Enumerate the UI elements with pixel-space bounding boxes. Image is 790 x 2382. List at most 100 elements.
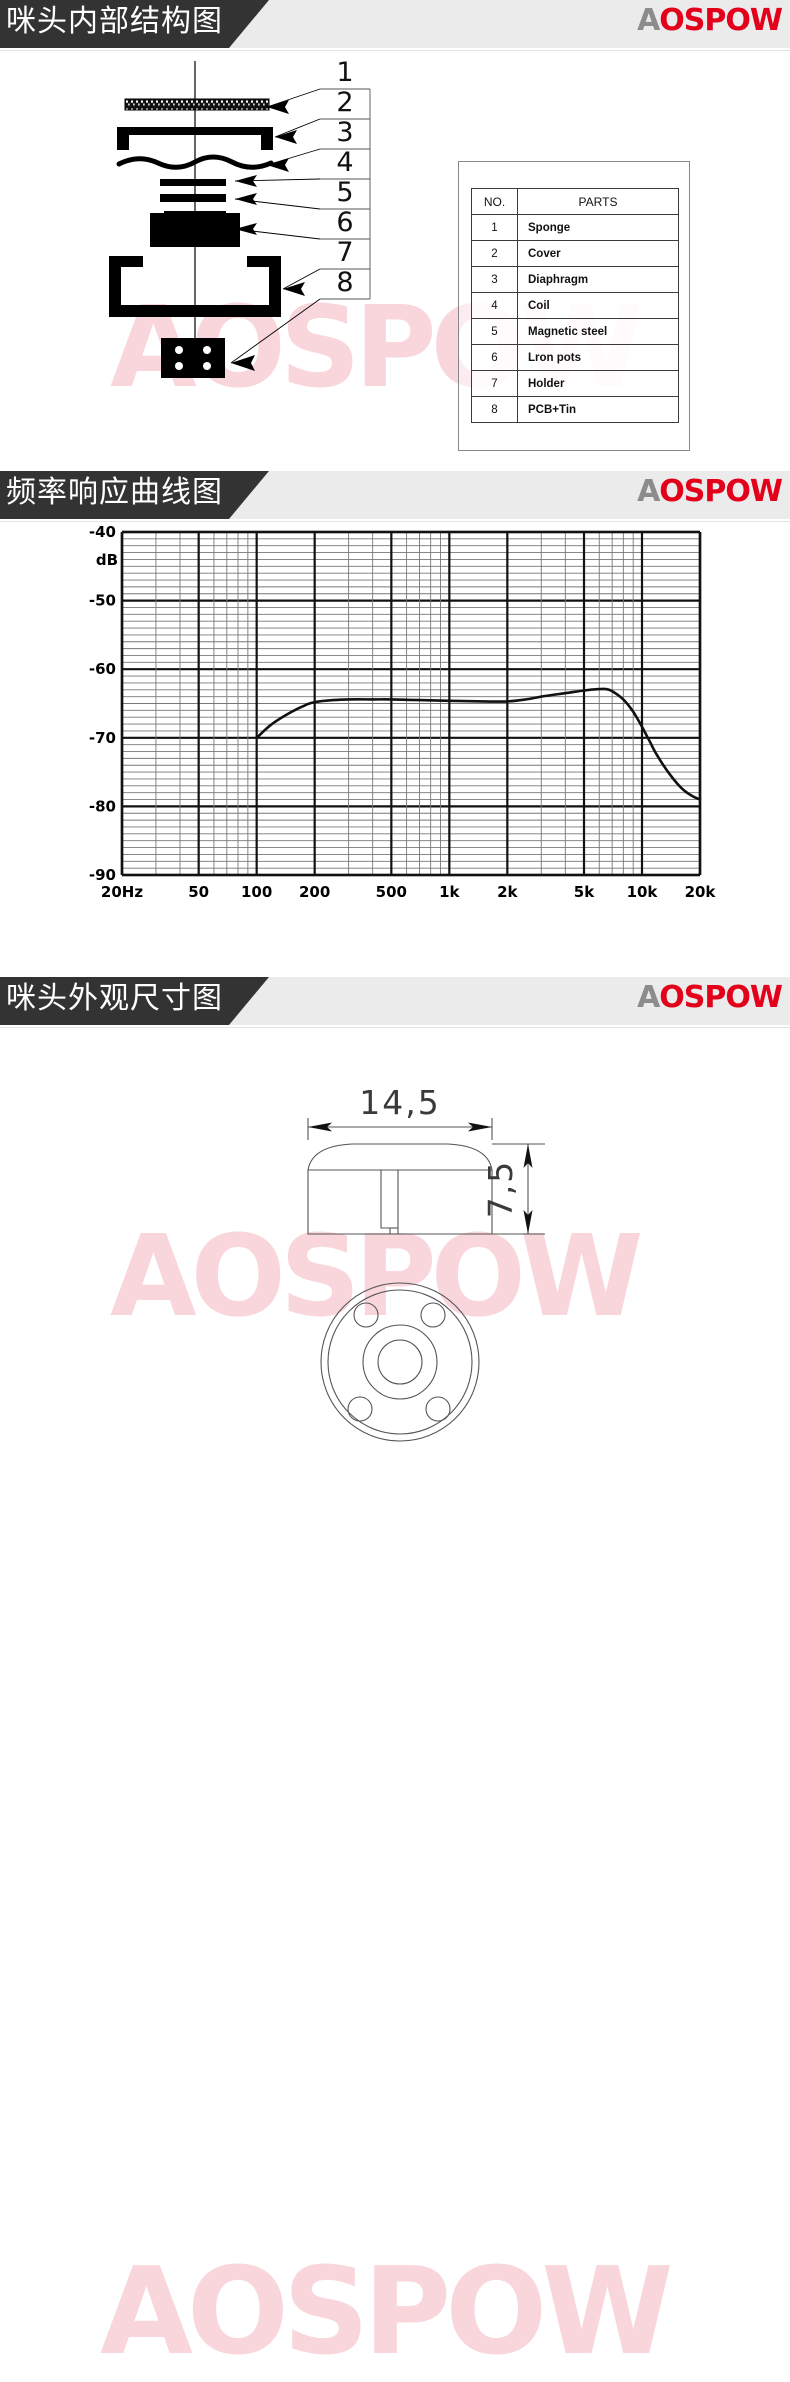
part-4-coil	[160, 179, 226, 186]
parts-table-header-parts: PARTS	[517, 188, 679, 215]
chart-x-tick-label: 200	[299, 883, 330, 901]
pcb-pad	[203, 346, 211, 354]
outline-dimension-drawing: 14,5 7,5	[307, 1083, 545, 1442]
chart-y-tick-label: -90	[89, 866, 116, 884]
banner-underline	[0, 1025, 790, 1027]
chart-x-tick-label: 20Hz	[101, 883, 143, 901]
part-7-holder	[109, 256, 281, 317]
logo-accent-letter: A	[637, 980, 660, 1015]
brand-logo: AOSPOW	[637, 474, 783, 509]
bottom-view-center-hole	[377, 1339, 423, 1385]
callout-number-2: 2	[336, 87, 353, 118]
section-header-frequency: 频率响应曲线图 AOSPOW	[0, 471, 790, 519]
bottom-view-hub-circle	[362, 1324, 438, 1400]
parts-row-name: Lron pots	[517, 344, 679, 371]
parts-row-no: 1	[471, 214, 518, 241]
section-title-frequency: 频率响应曲线图	[0, 471, 269, 519]
pcb-pad	[175, 362, 183, 370]
callout-ladder	[320, 88, 371, 300]
logo-remaining-letters: OSPOW	[659, 3, 783, 38]
callout-number-7: 7	[336, 237, 353, 268]
bottom-view-pad-hole	[425, 1396, 451, 1422]
dimension-drawing-area: AOSPOW	[0, 1028, 790, 2382]
brand-logo: AOSPOW	[637, 980, 783, 1015]
logo-text: AOSPOW	[637, 474, 783, 509]
parts-row-no: 3	[471, 266, 518, 293]
callout-number-5: 5	[336, 177, 353, 208]
chart-y-tick-label: -80	[89, 797, 116, 815]
parts-row-name: Magnetic steel	[517, 318, 679, 345]
chart-x-tick-label: 2k	[497, 883, 518, 901]
pcb-pad	[175, 346, 183, 354]
chart-axes	[120, 530, 702, 877]
parts-row-no: 5	[471, 318, 518, 345]
watermark: AOSPOW	[100, 2243, 674, 2382]
chart-x-tick-label: 5k	[574, 883, 595, 901]
callout-number-8: 8	[336, 267, 353, 298]
callout-number-3: 3	[336, 117, 353, 148]
chart-x-tick-labels: 20Hz 50 100 200 500 1k 2k 5k 10k 20k	[101, 883, 717, 901]
callout-number-1: 1	[336, 57, 353, 88]
table-row: 5 Magnetic steel	[471, 318, 679, 345]
chart-x-tick-label: 20k	[685, 883, 717, 901]
section-dimension: 咪头外观尺寸图 AOSPOW AOSPOW	[0, 977, 790, 2382]
callout-numbers: 1 2 3 4 5 6 7 8	[336, 57, 353, 298]
bottom-view-drawing	[320, 1282, 480, 1442]
part-3-diaphragm	[116, 154, 274, 170]
bottom-view-inner-rim	[327, 1289, 473, 1435]
parts-table-body: 1 Sponge 2 Cover 3 Diaphragm 4 Coil	[471, 214, 679, 423]
table-row: 4 Coil	[471, 292, 679, 319]
part-5-magnetic-steel	[160, 194, 226, 202]
part-6-iron-pots-core	[164, 211, 226, 241]
bottom-view-pad-hole	[347, 1396, 373, 1422]
table-row: 2 Cover	[471, 240, 679, 267]
parts-row-no: 4	[471, 292, 518, 319]
chart-y-axis-unit-label: dB	[96, 551, 118, 569]
table-row: 8 PCB+Tin	[471, 396, 679, 423]
section-divider	[0, 1027, 790, 1028]
parts-row-name: Sponge	[517, 214, 679, 241]
logo-remaining-letters: OSPOW	[659, 980, 783, 1015]
parts-row-name: Diaphragm	[517, 266, 679, 293]
parts-row-name: PCB+Tin	[517, 396, 679, 423]
banner-underline	[0, 48, 790, 50]
chart-x-tick-label: 100	[241, 883, 272, 901]
logo-remaining-letters: OSPOW	[659, 474, 783, 509]
logo-text: AOSPOW	[637, 980, 783, 1015]
section-header-dimension: 咪头外观尺寸图 AOSPOW	[0, 977, 790, 1025]
section-title-structure: 咪头内部结构图	[0, 0, 269, 48]
bottom-view-pad-hole	[420, 1302, 446, 1328]
table-row: 6 Lron pots	[471, 344, 679, 371]
callout-number-6: 6	[336, 207, 353, 238]
chart-x-tick-label: 50	[188, 883, 209, 901]
pcb-pad	[203, 362, 211, 370]
height-dimension-label: 7,5	[481, 1160, 520, 1218]
parts-table-header-no: NO.	[471, 188, 518, 215]
chart-x-tick-label: 500	[376, 883, 407, 901]
side-view-outline	[307, 1143, 493, 1235]
bottom-view-outer-circle	[320, 1282, 480, 1442]
table-row: 1 Sponge	[471, 214, 679, 241]
chart-x-tick-label: 10k	[627, 883, 659, 901]
frequency-response-curve	[255, 687, 702, 801]
chart-y-tick-label: -40	[89, 523, 116, 541]
parts-row-no: 7	[471, 370, 518, 397]
dimension-arrowheads	[308, 1122, 533, 1234]
brand-logo: AOSPOW	[637, 3, 783, 38]
parts-row-no: 8	[471, 396, 518, 423]
part-2-cover	[117, 127, 273, 150]
side-view-notch-left	[380, 1170, 391, 1234]
width-dimension-label: 14,5	[359, 1083, 440, 1122]
chart-y-tick-label: -70	[89, 729, 116, 747]
banner-underline	[0, 519, 790, 521]
parts-table-header-row: NO. PARTS	[471, 188, 679, 215]
chart-y-tick-label: -60	[89, 660, 116, 678]
section-title-dimension: 咪头外观尺寸图	[0, 977, 269, 1025]
logo-text: AOSPOW	[637, 3, 783, 38]
callout-arrowheads	[231, 100, 305, 371]
chart-x-tick-label: 1k	[439, 883, 460, 901]
parts-row-no: 2	[471, 240, 518, 267]
section-divider	[0, 50, 790, 51]
